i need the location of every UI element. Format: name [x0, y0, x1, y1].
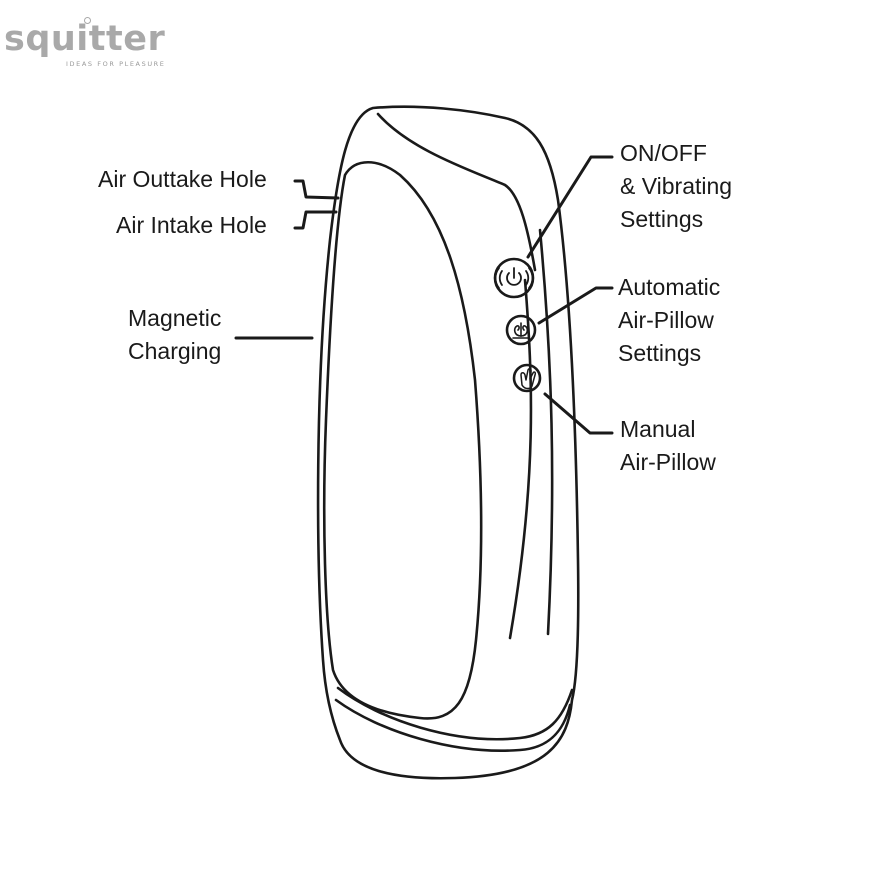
brand-name: squitter [4, 19, 166, 59]
side-groove-outer [538, 228, 554, 636]
label-on-off: ON/OFF & Vibrating Settings [620, 137, 732, 236]
label-on-off-line1: ON/OFF [620, 140, 707, 166]
device-outer-shell [316, 105, 580, 780]
label-on-off-line3: Settings [620, 206, 704, 232]
label-auto-line2: Air-Pillow [618, 307, 714, 333]
leader-manual [543, 392, 614, 435]
manual-button-outline [512, 363, 542, 393]
label-manual-air-pillow: Manual Air-Pillow [620, 413, 716, 479]
label-air-intake: Air Intake Hole [116, 212, 267, 238]
label-manual-line2: Air-Pillow [620, 449, 716, 475]
label-manual-line1: Manual [620, 416, 696, 442]
leader-auto [537, 286, 614, 325]
label-auto-line3: Settings [618, 340, 702, 366]
logo-accent-icon [84, 17, 91, 24]
label-auto-line1: Automatic [618, 274, 721, 300]
device-top-cap [376, 112, 537, 272]
leader-on-off [526, 155, 614, 259]
label-air-outtake: Air Outtake Hole [98, 166, 267, 192]
brand-logo: squitter IDEAS FOR PLEASURE [4, 14, 184, 74]
device-base-ring [336, 686, 574, 741]
power-vibration-icon [494, 267, 534, 289]
label-magnetic-charging: Magnetic Charging [128, 302, 221, 368]
leader-air-outtake [293, 179, 340, 200]
label-on-off-line2: & Vibrating [620, 173, 733, 199]
air-pillow-auto-icon [512, 322, 530, 339]
auto-button-outline [505, 314, 537, 346]
device-base-ring-lower [334, 698, 572, 752]
brand-tagline: IDEAS FOR PLEASURE [66, 60, 166, 68]
device-front-panel [322, 161, 483, 720]
label-auto-air-pillow: Automatic Air-Pillow Settings [618, 271, 720, 370]
leader-air-intake [293, 210, 338, 230]
hand-gesture-icon [520, 367, 536, 390]
label-magnetic-charging-line2: Charging [128, 338, 222, 364]
side-groove-inner [508, 278, 533, 640]
label-magnetic-charging-line1: Magnetic [128, 305, 222, 331]
